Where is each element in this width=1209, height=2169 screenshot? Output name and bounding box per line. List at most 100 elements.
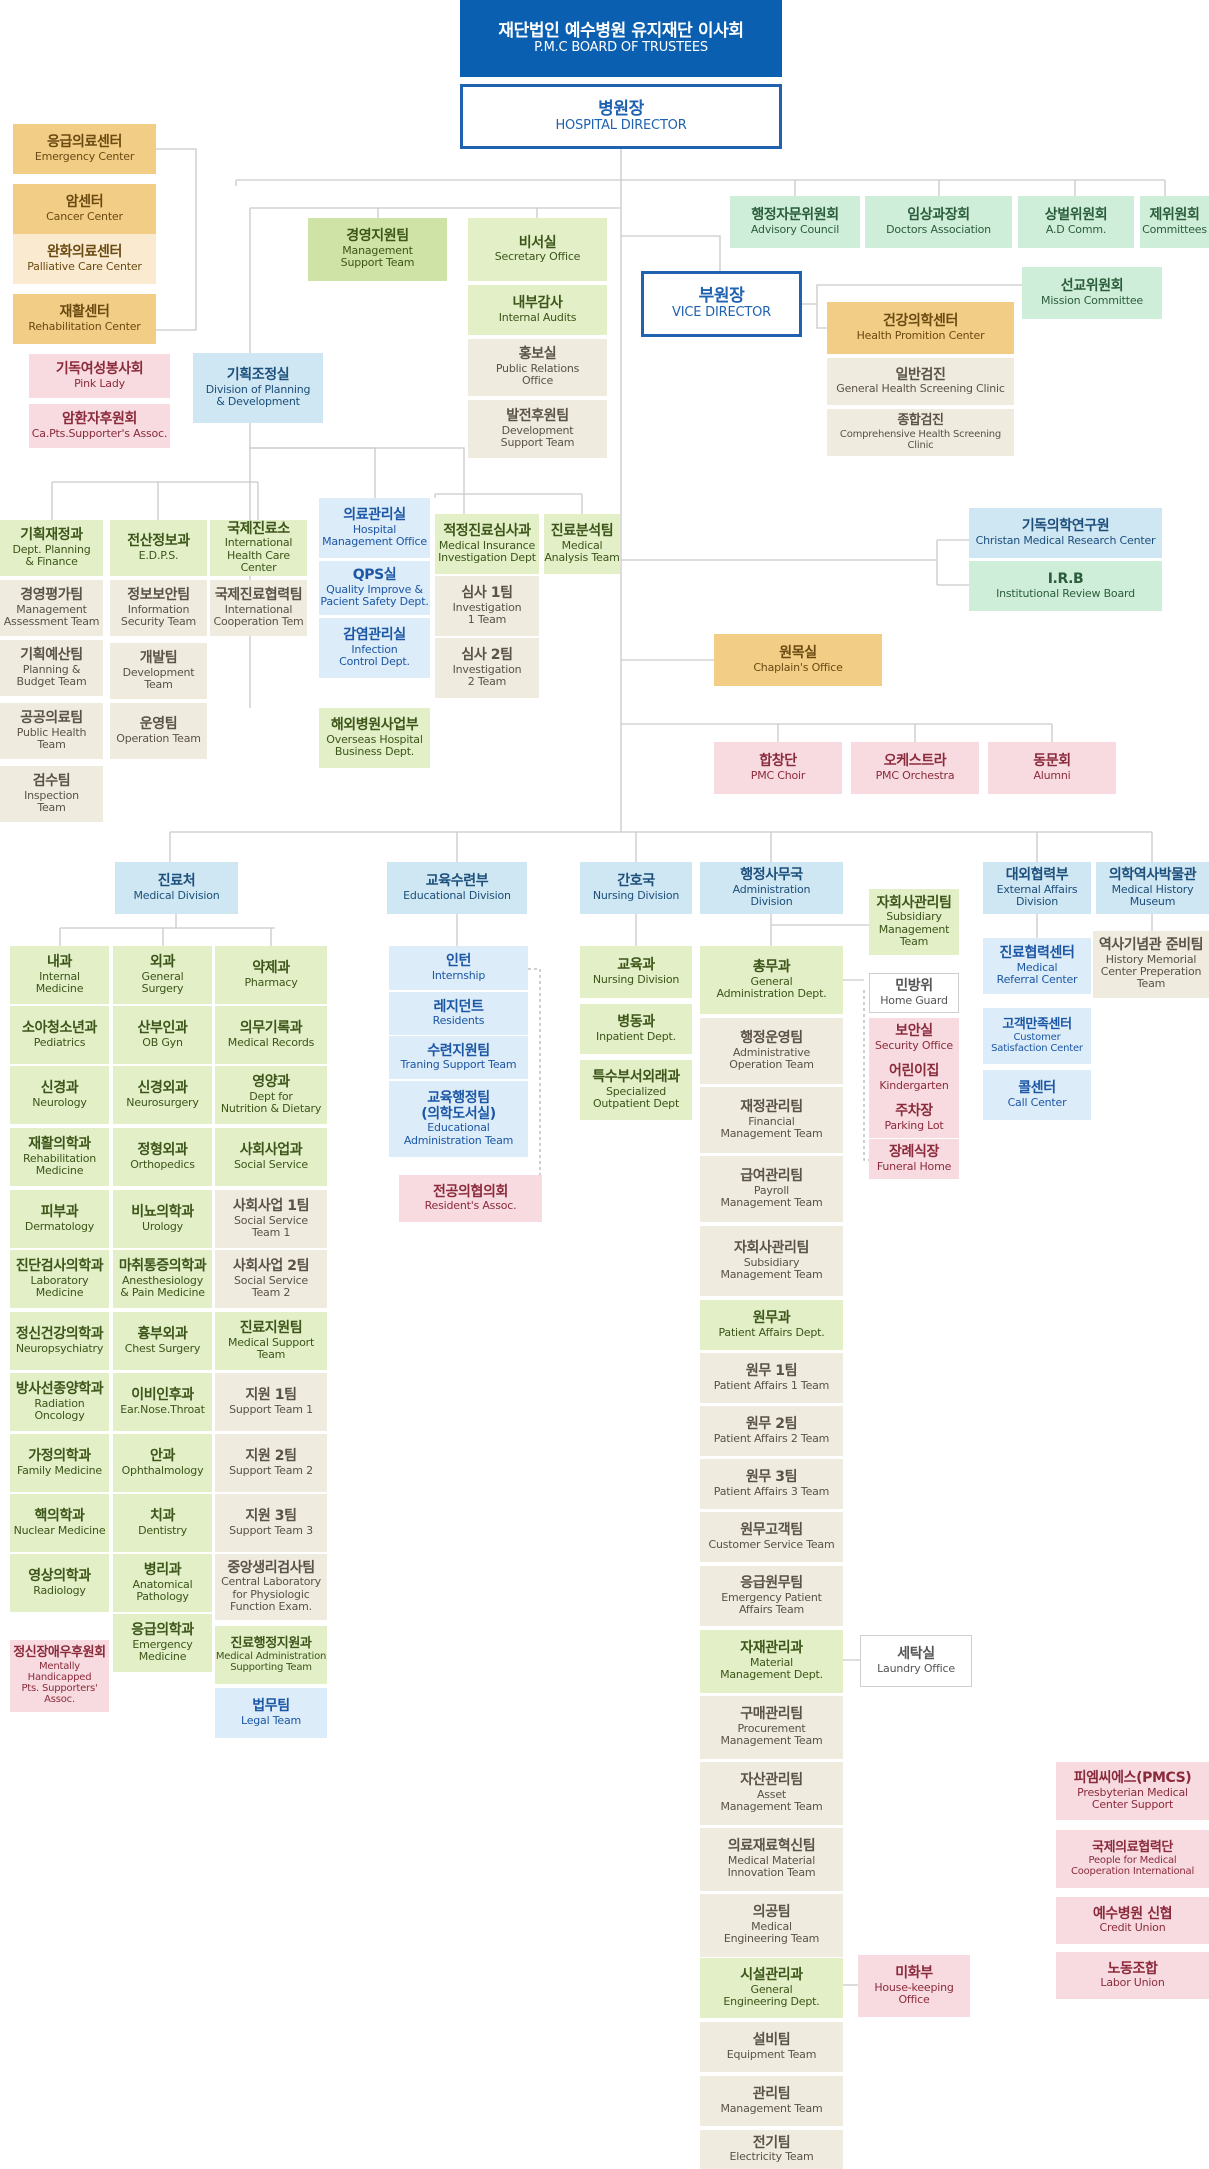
org-box-english-label: International Cooperation Tem [213,602,304,628]
org-box-english-label: Parking Lot [884,1118,944,1132]
org-box-english-label: Investigation 2 Team [452,662,522,688]
org-box-korean-label: 전산정보과 [127,533,190,549]
org-box-english-label: Anatomical Pathology [132,1577,193,1603]
org-box-english-label: Traning Support Team [400,1058,517,1072]
org-box-korean-label: 교육수련부 [425,873,489,889]
org-box-english-label: OB Gyn [142,1035,183,1049]
org-box-english-label: Emergency Medicine [132,1637,193,1663]
org-box-english-label: Equipment Team [726,2047,817,2061]
org-box-english-label: Development Support Team [500,423,575,449]
org-box-korean-label: 산부인과 [137,1020,188,1036]
org-box-korean-label: 내과 [47,953,72,970]
org-box-korean-label: 상벌위원회 [1044,207,1108,223]
org-box-korean-label: 의학역사박물관 [1108,866,1197,883]
org-box-korean-label: 종합검진 [897,413,944,429]
org-box-korean-label: 응급의료센터 [47,134,122,150]
org-box-english-label: Support Team 3 [229,1523,313,1537]
org-box-korean-label: 응급원무팀 [740,1574,803,1591]
org-box-korean-label: 오케스트라 [883,753,947,769]
org-box-korean-label: 심사 1팀 [461,584,513,601]
org-box-english-label: Resident's Assoc. [424,1199,517,1213]
dashed-connector-0 [528,968,542,1199]
org-box-english-label: Mission Committee [1041,293,1143,307]
org-box-korean-label: 피부과 [40,1204,79,1220]
org-box-korean-label: 심사 2팀 [461,646,513,663]
org-box-korean-label: 검수팀 [32,772,71,789]
org-box-korean-label: 병원장 [598,98,644,119]
org-box-korean-label: 치과 [150,1508,175,1524]
org-box-korean-label: 예수병원 신협 [1092,1905,1173,1922]
org-box-english-label: Subsidiary Management Team [878,910,950,948]
org-box-english-label: Security Office [875,1038,953,1052]
org-box-korean-label: 원무 3팀 [745,1469,798,1485]
org-box-english-label: Support Team 2 [229,1463,313,1477]
org-box-korean-label: 의료재료혁신팀 [727,1838,816,1855]
org-box-english-label: PMC Orchestra [875,768,955,782]
org-box-english-label: People for Medical Cooperation Internati… [1070,1855,1195,1878]
org-box-english-label: Subsidiary Management Team [720,1255,823,1281]
org-box-english-label: Public Health Team [16,725,87,751]
org-box-english-label: Planning & Budget Team [16,662,87,688]
org-box-korean-label: 합창단 [759,753,797,769]
org-box-korean-label: 행정사무국 [740,866,803,883]
org-box-english-label: Administrative Operation Team [729,1045,814,1071]
org-box-english-label: Medical Analysis Team [544,538,620,564]
org-box-korean-label: 안과 [150,1448,175,1464]
org-box-english-label: External Affairs Division [996,882,1078,908]
org-box-english-label: Infection Control Dept. [339,642,410,668]
org-box-english-label: Social Service Team 2 [234,1273,308,1299]
org-box-korean-label: 중앙생리검사팀 [227,1559,315,1576]
org-box-english-label: Urology [142,1219,183,1233]
org-box-korean-label: 원무 1팀 [745,1363,798,1379]
org-box-korean-label: 외과 [150,953,175,970]
org-box-english-label: Inpatient Dept. [596,1029,676,1043]
org-box-english-label: Internal Audits [498,310,577,324]
org-box-english-label: Material Management Dept. [720,1656,823,1682]
connector-12 [621,235,721,271]
org-box-korean-label: 국제진료협력팀 [214,586,303,603]
org-box-english-label: Labor Union [1100,1976,1165,1990]
org-box-korean-label: 지원 1팀 [245,1387,297,1403]
org-box-korean-label: 원무고객팀 [740,1522,803,1538]
org-box-english-label: P.M.C BOARD OF TRUSTEES [534,39,708,55]
org-box-korean-label: 진료행정지원과 [230,1635,312,1651]
org-box-english-label: Anesthesiology & Pain Medicine [120,1273,205,1299]
org-box-korean-label: 관리팀 [752,2086,791,2102]
org-box-korean-label: 마취통증의학과 [118,1257,207,1274]
org-box-english-label: Patient Affairs 2 Team [713,1431,830,1445]
